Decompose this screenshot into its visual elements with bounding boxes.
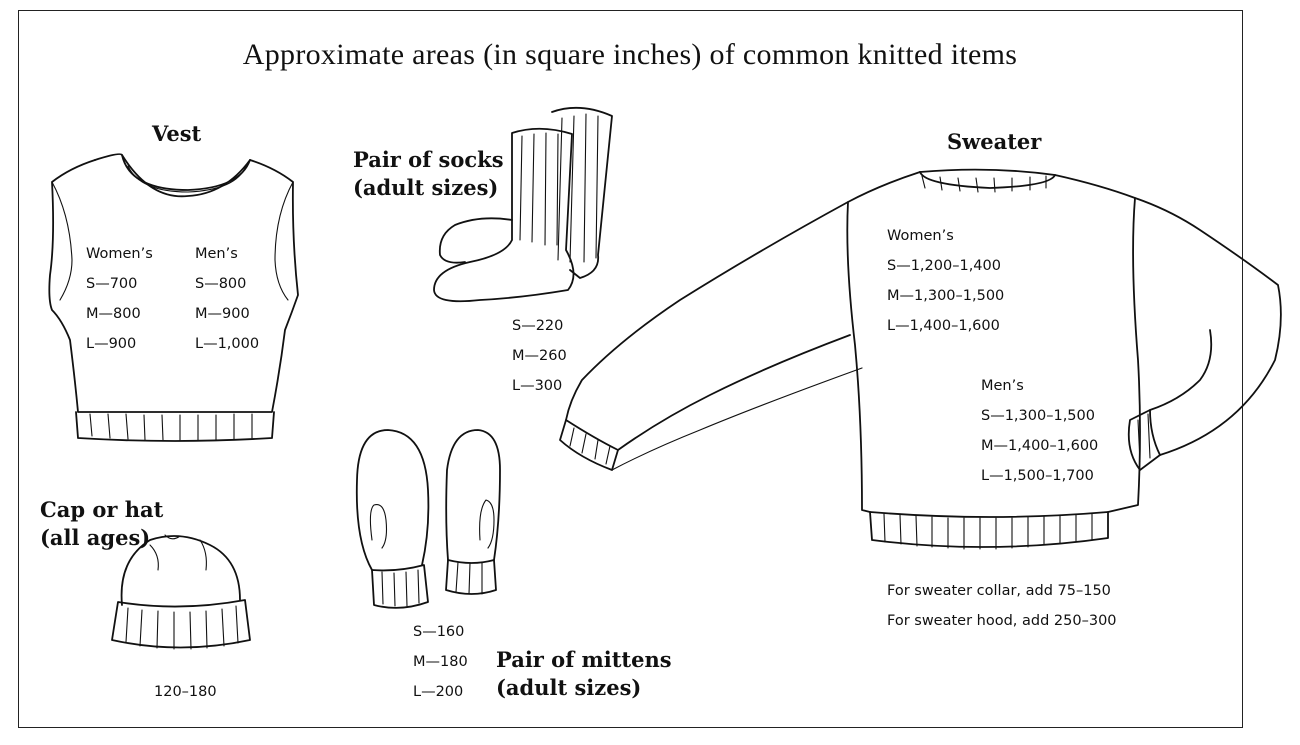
- sweater-mens-label: Men’s: [981, 378, 1024, 394]
- sweater-womens-size-m: M—1,300–1,500: [887, 288, 1005, 304]
- mittens-size-m: M—180: [413, 654, 468, 670]
- cap-heading-line2: (all ages): [40, 525, 151, 550]
- vest-heading: Vest: [152, 121, 202, 146]
- vest-drawing: [48, 153, 299, 442]
- sweater-mens-size-s: S—1,300–1,500: [981, 408, 1095, 424]
- socks-size-s: S—220: [512, 318, 564, 334]
- mittens-heading-line1: Pair of mittens: [496, 647, 672, 672]
- sweater-hood-note: For sweater hood, add 250–300: [887, 613, 1117, 629]
- sweater-mens-size-l: L—1,500–1,700: [981, 468, 1094, 484]
- figure-title: Approximate areas (in square inches) of …: [242, 38, 1018, 71]
- vest-mens-size-l: L—1,000: [195, 336, 260, 352]
- vest-mens-size-s: S—800: [195, 276, 247, 292]
- sweater-heading: Sweater: [947, 129, 1042, 154]
- vest-womens-size-m: M—800: [86, 306, 141, 322]
- mittens-drawing: [355, 429, 501, 609]
- socks-heading-line1: Pair of socks: [353, 147, 504, 172]
- sweater-womens-size-s: S—1,200–1,400: [887, 258, 1001, 274]
- vest-womens-label: Women’s: [86, 246, 153, 262]
- figure-frame: [18, 10, 1243, 728]
- mittens-heading-line2: (adult sizes): [496, 675, 642, 700]
- sweater-mens-size-m: M—1,400–1,600: [981, 438, 1099, 454]
- socks-drawing: [433, 106, 613, 303]
- socks-size-l: L—300: [512, 378, 563, 394]
- sweater-drawing: [559, 168, 1282, 550]
- socks-size-m: M—260: [512, 348, 567, 364]
- socks-heading-line2: (adult sizes): [353, 175, 499, 200]
- vest-womens-size-l: L—900: [86, 336, 137, 352]
- sweater-womens-size-l: L—1,400–1,600: [887, 318, 1000, 334]
- cap-drawing: [111, 534, 251, 650]
- cap-heading-line1: Cap or hat: [40, 497, 164, 522]
- mittens-size-l: L—200: [413, 684, 464, 700]
- vest-mens-size-m: M—900: [195, 306, 250, 322]
- sweater-collar-note: For sweater collar, add 75–150: [887, 583, 1111, 599]
- vest-mens-label: Men’s: [195, 246, 238, 262]
- vest-womens-size-s: S—700: [86, 276, 138, 292]
- cap-value: 120–180: [154, 684, 217, 700]
- mittens-size-s: S—160: [413, 624, 465, 640]
- sweater-womens-label: Women’s: [887, 228, 954, 244]
